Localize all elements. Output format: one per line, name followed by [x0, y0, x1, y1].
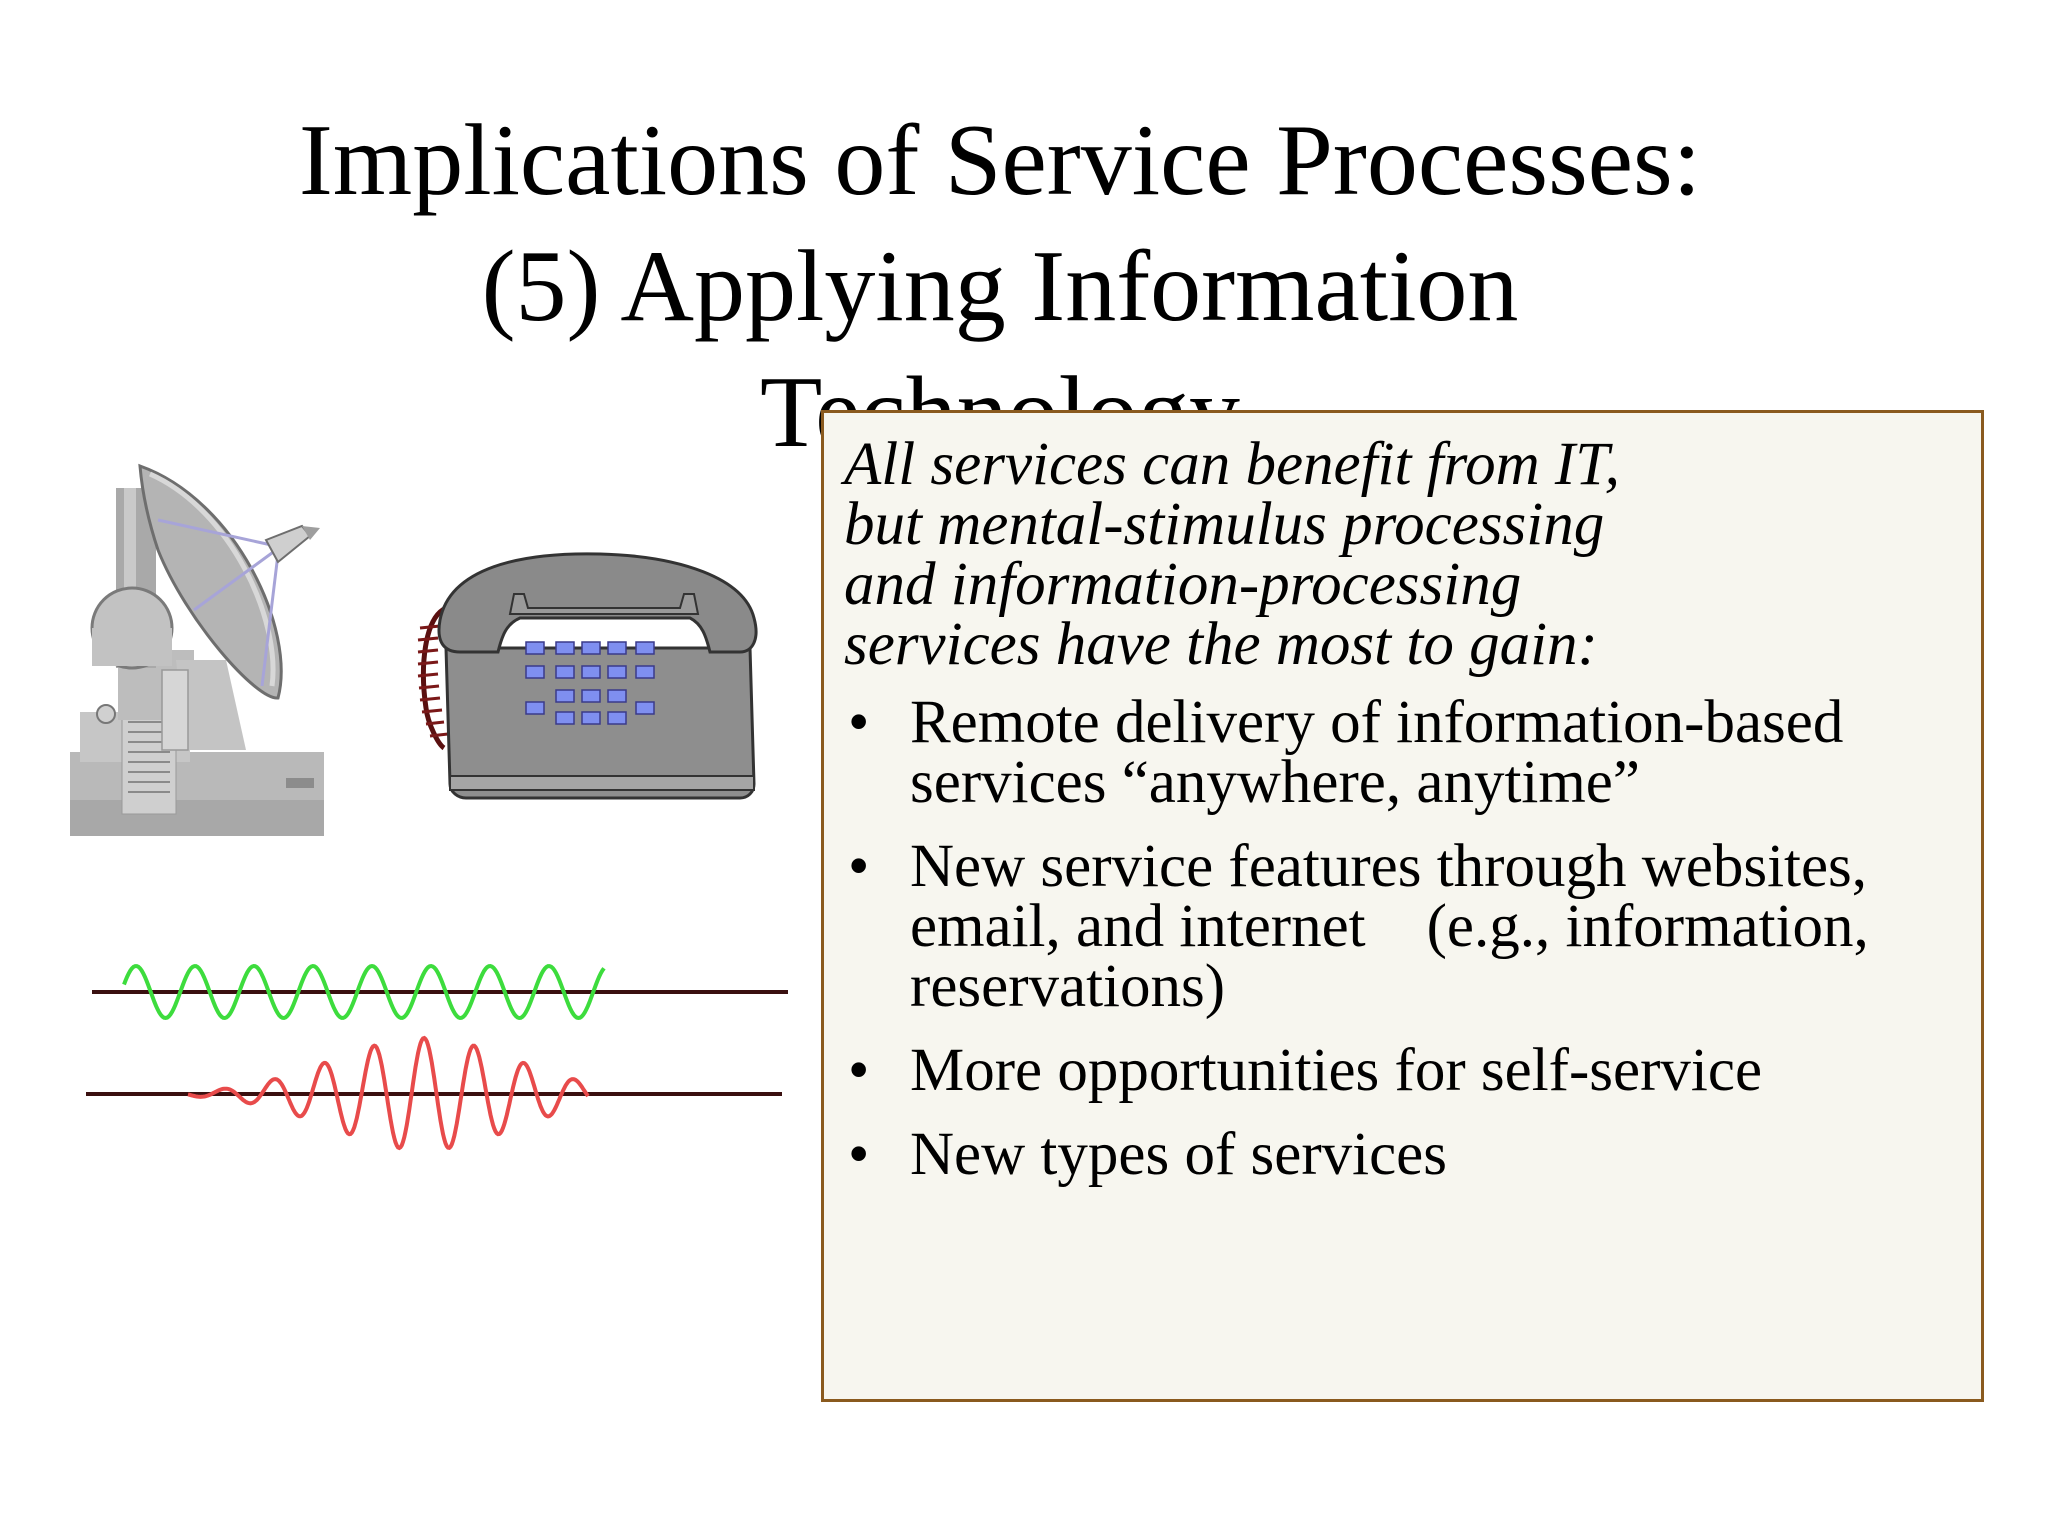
bullet-glyph: •: [848, 1121, 870, 1188]
intro-line: and information-processing: [844, 551, 1522, 618]
bullet-item: • Remote delivery of information-based s…: [844, 689, 1961, 816]
callout-intro: All services can benefit from IT, but me…: [844, 431, 1961, 678]
satellite-dish-icon: [70, 463, 324, 836]
intro-line: All services can benefit from IT,: [844, 431, 1620, 498]
callout-box: All services can benefit from IT, but me…: [821, 410, 1984, 1402]
bullet-glyph: •: [848, 689, 870, 756]
bullet-line: Remote delivery of information-based: [910, 689, 1844, 756]
signal-waveform-icon: [86, 963, 788, 1151]
bullet-list: • Remote delivery of information-based s…: [844, 689, 1961, 1188]
bullet-item: • More opportunities for self-service: [844, 1037, 1961, 1104]
green-waveform: [122, 963, 606, 1021]
bullet-line: New types of services: [910, 1121, 1447, 1188]
bullet-line: email, and internet (e.g., information,: [910, 893, 1869, 960]
title-line-2: (5) Applying Information: [481, 230, 1519, 343]
bullet-glyph: •: [848, 833, 870, 900]
bullet-line: New service features through websites,: [910, 833, 1868, 900]
intro-line: but mental-stimulus processing: [844, 491, 1605, 558]
bullet-line: reservations): [910, 953, 1226, 1020]
title-line-1: Implications of Service Processes:: [298, 104, 1702, 217]
bullet-item: • New service features through websites,…: [844, 833, 1961, 1020]
intro-line: services have the most to gain:: [844, 611, 1598, 678]
bullet-line: More opportunities for self-service: [910, 1037, 1763, 1104]
telephone-icon: [417, 552, 758, 800]
slide-title: Implications of Service Processes: (5) A…: [120, 98, 1880, 476]
bullet-glyph: •: [848, 1037, 870, 1104]
red-waveform: [187, 1035, 590, 1151]
bullet-item: • New types of services: [844, 1121, 1961, 1188]
bullet-line: services “anywhere, anytime”: [910, 749, 1640, 816]
